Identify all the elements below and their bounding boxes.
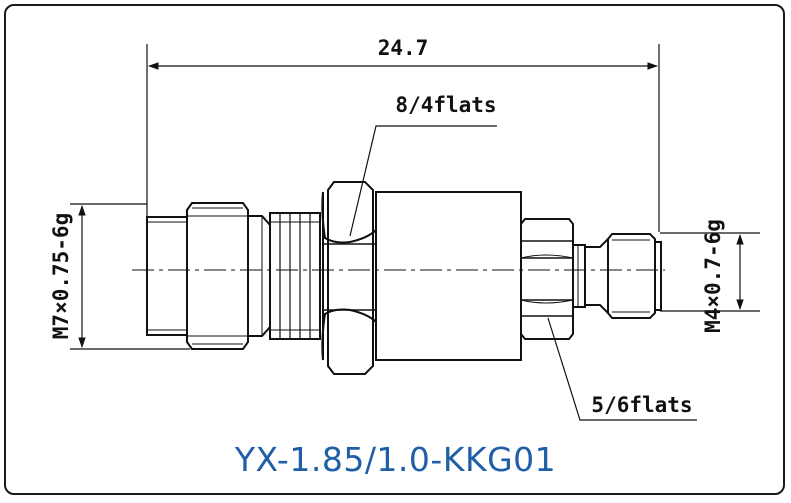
overall-length-label: 24.7 [378, 36, 429, 60]
right-thread-body [572, 233, 662, 319]
leader-hex-small [547, 317, 697, 421]
hex-flats-small-label: 5/6flats [591, 393, 692, 417]
grooved-neck [269, 212, 321, 340]
large-hex-nut [321, 181, 377, 375]
left-thread-body [146, 202, 271, 350]
hex-flats-large-label: 8/4flats [395, 93, 496, 117]
right-thread-label: M4×0.7-6g [701, 219, 725, 333]
left-thread-label: M7×0.75-6g [49, 213, 73, 339]
small-hex [520, 218, 574, 340]
part-number-caption: YX-1.85/1.0-KKG01 [234, 440, 557, 479]
leader-hex-large [349, 125, 497, 237]
main-body [375, 191, 522, 361]
